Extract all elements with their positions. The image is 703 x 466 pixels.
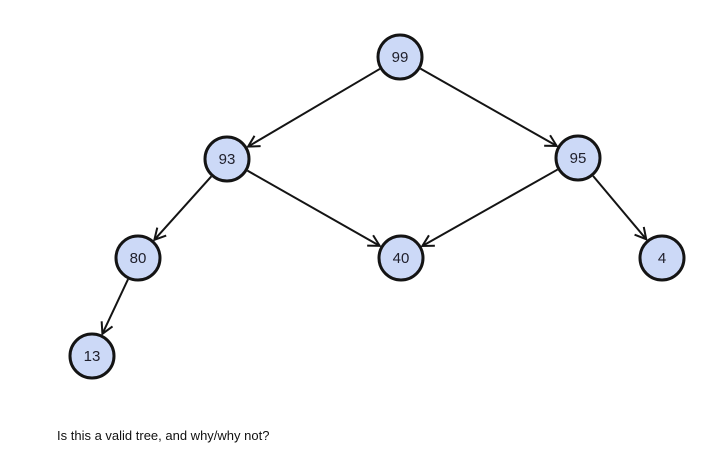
edge-93-to-80 <box>154 175 213 239</box>
node-label-40: 40 <box>393 250 410 267</box>
edge-95-to-40 <box>422 168 559 246</box>
node-99: 99 <box>376 33 424 81</box>
node-13: 13 <box>68 332 116 380</box>
node-4: 4 <box>638 234 686 282</box>
node-label-93: 93 <box>219 151 236 168</box>
node-93: 93 <box>203 135 251 183</box>
node-circle-80 <box>114 234 162 282</box>
edge-99-to-95 <box>419 67 556 146</box>
node-circle-4 <box>638 234 686 282</box>
node-label-4: 4 <box>658 250 666 267</box>
edge-99-to-93 <box>248 68 381 147</box>
node-80: 80 <box>114 234 162 282</box>
node-circle-93 <box>203 135 251 183</box>
node-40: 40 <box>377 234 425 282</box>
edge-80-to-13 <box>102 278 129 334</box>
node-label-13: 13 <box>84 348 101 365</box>
node-circle-40 <box>377 234 425 282</box>
edge-95-to-4 <box>592 175 646 239</box>
node-circle-95 <box>554 134 602 182</box>
node-circle-13 <box>68 332 116 380</box>
caption-question: Is this a valid tree, and why/why not? <box>57 428 270 443</box>
node-label-80: 80 <box>130 250 147 267</box>
node-label-99: 99 <box>392 49 409 66</box>
node-95: 95 <box>554 134 602 182</box>
edge-93-to-40 <box>246 169 379 246</box>
node-label-95: 95 <box>570 150 587 167</box>
node-circle-99 <box>376 33 424 81</box>
